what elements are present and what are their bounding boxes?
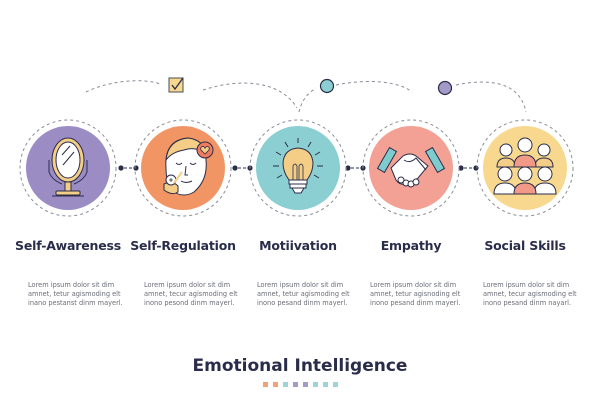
accent-dot — [282, 382, 288, 387]
checkbox-icon — [168, 77, 184, 93]
handshake-icon — [376, 146, 446, 188]
accent-dot — [322, 382, 328, 387]
step-self-awareness-circle — [19, 119, 117, 217]
step-description-motivation: Lorem ipsum dolor sit dim amnet, tetur a… — [257, 281, 350, 307]
top-connector-arcs — [85, 80, 527, 113]
page-title: Emotional Intelligence — [192, 356, 408, 376]
step-empathy-circle — [362, 119, 460, 217]
group-people-icon — [493, 137, 557, 195]
calm-face-icon — [163, 137, 214, 196]
accent-dots — [0, 382, 600, 387]
purple-node-icon — [437, 80, 453, 96]
step-self-regulation-circle — [134, 119, 232, 217]
accent-dot — [272, 382, 278, 387]
step-social-skills-circle — [476, 119, 574, 217]
accent-dot — [292, 382, 298, 387]
accent-dot — [302, 382, 308, 387]
lightbulb-icon — [273, 138, 323, 194]
step-title-self-awareness: Self-Awareness — [15, 238, 121, 253]
accent-dot — [312, 382, 318, 387]
accent-dot — [332, 382, 338, 387]
step-title-motivation: Motiivation — [259, 238, 337, 253]
step-description-empathy: Lorem ipsum dolor sit dim amnet, tetur a… — [370, 281, 461, 307]
step-title-empathy: Empathy — [380, 238, 442, 253]
mirror-icon — [48, 137, 88, 197]
step-description-social-skills: Lorem ipsum dolor sit dim amnet, tecur a… — [483, 281, 577, 307]
teal-node-icon — [319, 78, 335, 94]
step-description-self-regulation: Lorem ipsum dolor sit dim amnet, tecur a… — [144, 281, 238, 307]
step-title-social-skills: Social Skills — [484, 238, 566, 253]
step-description-self-awareness: Lorem ipsum dolor sit dim amnet, tetur a… — [28, 281, 123, 307]
step-motivation-circle — [249, 119, 347, 217]
step-title-self-regulation: Self-Regulation — [130, 238, 236, 253]
accent-dot — [262, 382, 268, 387]
horizontal-connectors — [118, 165, 479, 171]
